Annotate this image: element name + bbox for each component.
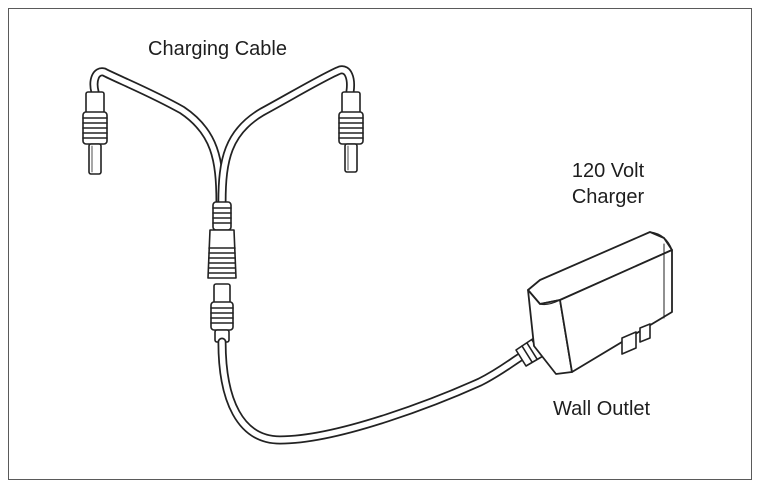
charger-label-line1: 120 Volt	[571, 160, 645, 182]
charger-body	[527, 231, 673, 375]
upper-connector	[207, 201, 237, 279]
lower-connector	[210, 283, 234, 343]
charging-cable-label: Charging Cable	[148, 38, 287, 60]
cable-right-branch	[217, 65, 355, 207]
wall-plug-prongs	[621, 323, 651, 355]
cable-left-branch	[89, 67, 225, 207]
charger-label-line2: Charger	[571, 186, 645, 208]
left-plug	[82, 91, 108, 175]
wall-outlet-label: Wall Outlet	[553, 398, 651, 420]
right-plug	[338, 91, 364, 173]
main-cable	[217, 337, 527, 445]
charger-label: 120 Volt Charger	[566, 158, 650, 210]
